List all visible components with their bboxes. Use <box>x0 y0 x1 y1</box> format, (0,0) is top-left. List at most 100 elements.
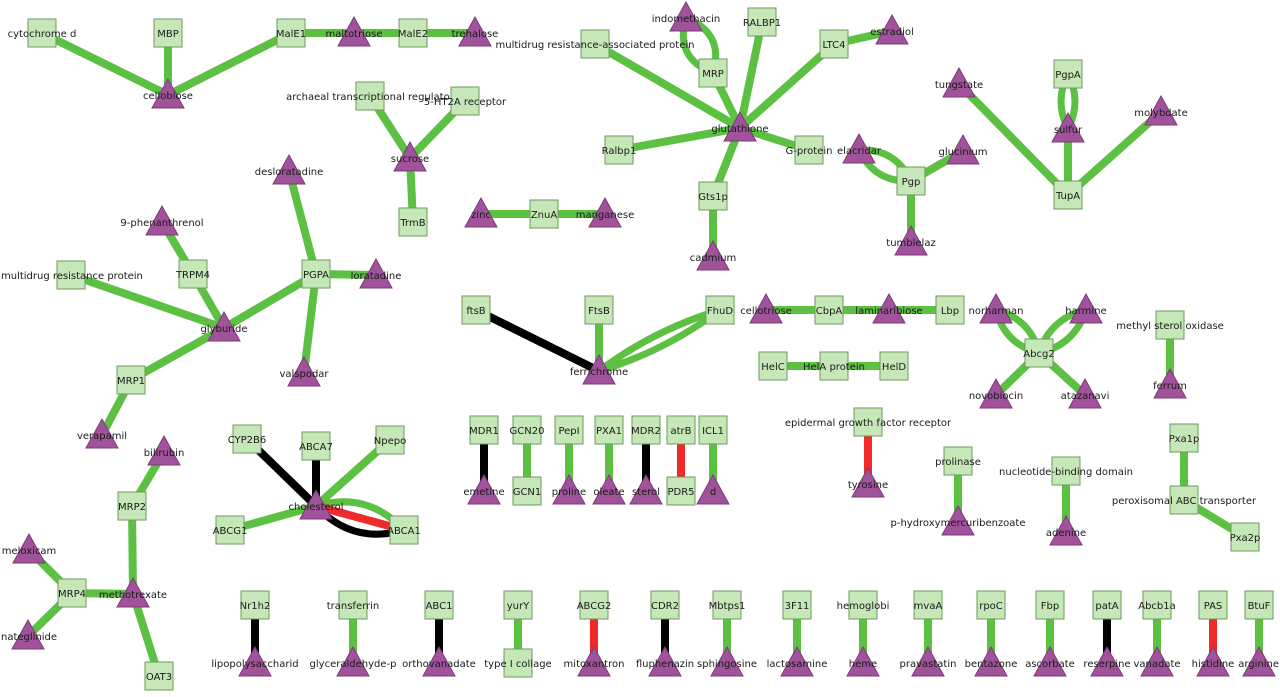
node-bentazone[interactable]: bentazone <box>965 645 1018 677</box>
node-mrap[interactable]: multidrug resistance-associated protein <box>496 29 695 59</box>
node-pepi[interactable]: PepI <box>554 415 584 445</box>
node-emetine[interactable]: emetine <box>463 473 505 505</box>
node-ferrum[interactable]: ferrum <box>1153 367 1187 399</box>
node-gcn20[interactable]: GCN20 <box>510 415 545 445</box>
node-icl1[interactable]: ICL1 <box>698 415 728 445</box>
node-egfr[interactable]: epidermal growth factor receptor <box>785 407 952 437</box>
node-tyrosine[interactable]: tyrosine <box>848 466 888 498</box>
node-cellotriose[interactable]: cellotriose <box>740 292 792 324</box>
node-vanadate[interactable]: vanadate <box>1133 645 1181 677</box>
node-znua[interactable]: ZnuA <box>529 199 559 229</box>
node-phenanthrenol[interactable]: 9-phenanthrenol <box>120 204 204 236</box>
node-nr1h2[interactable]: Nr1h2 <box>240 590 271 620</box>
node-orthovanadate[interactable]: orthovanadate <box>402 645 476 677</box>
node-glucinium[interactable]: glucinium <box>939 133 988 165</box>
node-methotrexate[interactable]: methotrexate <box>99 576 167 608</box>
node-abcg2[interactable]: Abcg2 <box>1023 338 1055 368</box>
node-abca7[interactable]: ABCA7 <box>299 431 333 461</box>
node-ltc4[interactable]: LTC4 <box>819 29 849 59</box>
node-fbp[interactable]: Fbp <box>1035 590 1065 620</box>
node-pgpa[interactable]: PGPA <box>301 259 331 289</box>
node-manganese[interactable]: manganese <box>576 196 635 228</box>
node-desloratadine[interactable]: desloratadine <box>255 153 324 185</box>
node-abcg2[interactable]: ABCG2 <box>577 590 612 620</box>
node-abc1[interactable]: ABC1 <box>424 590 454 620</box>
node-pgp[interactable]: Pgp <box>896 166 926 196</box>
node-held[interactable]: HelD <box>879 351 909 381</box>
node-bilirubin[interactable]: bilirubin <box>144 434 185 466</box>
node-nateglinide[interactable]: nateglinide <box>1 618 57 650</box>
node-harmine[interactable]: harmine <box>1065 292 1107 324</box>
node-heme[interactable]: heme <box>846 645 880 677</box>
node-ralbp1[interactable]: RALBP1 <box>743 7 781 37</box>
node-mdr2[interactable]: MDR2 <box>631 415 661 445</box>
node-mvaa[interactable]: mvaA <box>913 590 943 620</box>
node-sulfur[interactable]: sulfur <box>1051 111 1085 143</box>
node-pdr5[interactable]: PDR5 <box>666 476 696 506</box>
node-tumblelaz[interactable]: tumblelaz <box>886 224 936 256</box>
node-phmb[interactable]: p-hydroxymercuribenzoate <box>890 504 1026 536</box>
node-mrp[interactable]: MRP <box>698 58 728 88</box>
node-pxa2p[interactable]: Pxa2p <box>1230 522 1261 552</box>
node-ftsb[interactable]: FtsB <box>584 295 614 325</box>
node-npepo[interactable]: Npepo <box>374 425 406 455</box>
node-pata[interactable]: patA <box>1092 590 1122 620</box>
node-indomethacin[interactable]: indomethacin <box>652 0 720 32</box>
node-sterol[interactable]: sterol <box>629 473 663 505</box>
node-proline[interactable]: proline <box>552 473 586 505</box>
node-d[interactable]: d <box>696 473 730 505</box>
node-fhud[interactable]: FhuD <box>705 295 735 325</box>
node-reserpine[interactable]: reserpine <box>1083 645 1131 677</box>
node-cholesterol[interactable]: cholesterol <box>289 488 344 520</box>
node-mrp2[interactable]: MRP2 <box>117 491 147 521</box>
node-gts1p[interactable]: Gts1p <box>698 181 728 211</box>
node-cdr2[interactable]: CDR2 <box>650 590 680 620</box>
node-archaeal_tr[interactable]: archaeal transcriptional regulator <box>286 81 455 111</box>
node-estradiol[interactable]: estradiol <box>870 13 914 45</box>
node-ascorbate[interactable]: ascorbate <box>1025 645 1075 677</box>
node-mrp1[interactable]: MRP1 <box>116 365 146 395</box>
node-norharman[interactable]: norharman <box>969 292 1024 324</box>
node-male1[interactable]: MalE1 <box>276 18 306 48</box>
node-abca1[interactable]: ABCA1 <box>387 515 421 545</box>
node-tungstate[interactable]: tungstate <box>935 66 983 98</box>
node-ferrichrome[interactable]: ferrichrome <box>570 353 628 385</box>
node-typeicollagen[interactable]: type I collage <box>484 648 552 678</box>
node-pas[interactable]: PAS <box>1198 590 1228 620</box>
node-valspodar[interactable]: valspodar <box>279 355 329 387</box>
node-sucrose[interactable]: sucrose <box>391 140 429 172</box>
node-lactosamine[interactable]: lactosamine <box>767 645 828 677</box>
node-ralbp1[interactable]: Ralbp1 <box>602 135 637 165</box>
node-fluphenazine[interactable]: fluphenazin <box>636 645 694 677</box>
node-verapamil[interactable]: verapamil <box>77 417 127 449</box>
node-btuf[interactable]: BtuF <box>1244 590 1274 620</box>
node-cellobiose[interactable]: cellobiose <box>143 77 193 109</box>
node-trehalose[interactable]: trehalose <box>452 15 499 47</box>
node-g3p[interactable]: glyceraldehyde-p <box>310 645 397 677</box>
node-glutathione[interactable]: glutathione <box>711 110 769 142</box>
node-cadmium[interactable]: cadmium <box>690 239 737 271</box>
node-transferrin[interactable]: transferrin <box>327 590 380 620</box>
node-nbd[interactable]: nucleotide-binding domain <box>999 456 1133 486</box>
node-glyburide[interactable]: glyburide <box>200 310 248 342</box>
node-helc[interactable]: HelC <box>758 351 788 381</box>
node-novobiocin[interactable]: novobiocin <box>969 377 1023 409</box>
node-mdr1[interactable]: MDR1 <box>469 415 499 445</box>
node-lbp[interactable]: Lbp <box>935 295 965 325</box>
node-rpoc[interactable]: rpoC <box>976 590 1006 620</box>
node-abcb1a[interactable]: Abcb1a <box>1138 590 1176 620</box>
node-oleate[interactable]: oleate <box>592 473 626 505</box>
node-molybdate[interactable]: molybdate <box>1134 94 1188 126</box>
node-pgpa[interactable]: PgpA <box>1053 59 1083 89</box>
node-hemoglobin[interactable]: hemoglobi <box>837 590 890 620</box>
node-mbtps1[interactable]: Mbtps1 <box>709 590 746 620</box>
node-3f11[interactable]: 3F11 <box>782 590 812 620</box>
node-ht2a[interactable]: 5-HT2A receptor <box>424 86 507 116</box>
node-loratadine[interactable]: loratadine <box>351 257 402 289</box>
node-elacridar[interactable]: elacridar <box>837 132 882 164</box>
node-laminaribiose[interactable]: laminaribiose <box>855 292 923 324</box>
node-adenine[interactable]: adenine <box>1046 514 1086 546</box>
node-ftsb_l[interactable]: ftsB <box>461 295 491 325</box>
node-pxa1[interactable]: PXA1 <box>594 415 624 445</box>
node-cyp2b6[interactable]: CYP2B6 <box>228 424 267 454</box>
